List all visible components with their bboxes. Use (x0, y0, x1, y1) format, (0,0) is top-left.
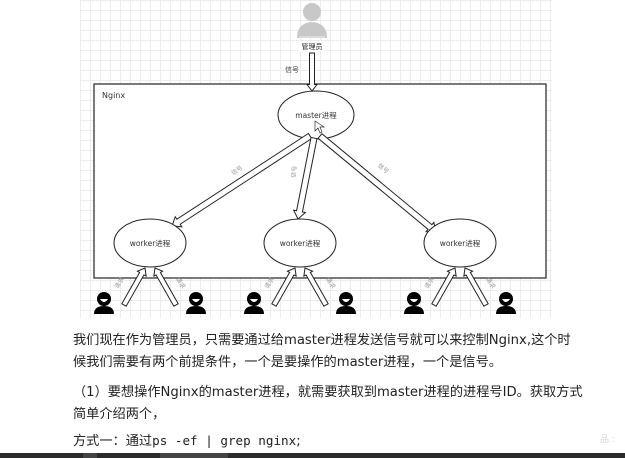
admin-arrow-label: 信号 (285, 65, 299, 74)
master-arrow-label-2: 信号 (289, 165, 299, 178)
method-one-line: 方式一：通过ps -ef | grep nginx; (73, 431, 563, 452)
worker-process-label-2: worker进程 (280, 239, 321, 248)
admin-to-master-arrow (305, 52, 319, 92)
paragraph-intro: 我们现在作为管理员，只需要通过给master进程发送信号就可以来控制Nginx,… (73, 330, 571, 374)
client-user-icon (496, 292, 516, 314)
watermark: 品 : (600, 435, 615, 445)
paragraph-intro-line-1: 我们现在作为管理员，只需要通过给master进程发送信号就可以来控制Nginx,… (73, 333, 571, 348)
admin-signal-arrow (305, 52, 319, 92)
client-user-icon (336, 292, 356, 314)
mouse-cursor-icon (314, 120, 326, 134)
admin-user-icon (297, 3, 327, 38)
client-request-arrow-right-1 (153, 267, 179, 307)
client-request-arrow-left-3 (431, 267, 457, 307)
method-one-code: ps -ef | grep nginx (152, 433, 297, 448)
master-to-worker-arrow-1 (171, 132, 313, 228)
master-process-label: master进程 (295, 111, 337, 120)
paragraph-step-1-line-1: （1）要想操作Nginx的master进程，就需要获取到master进程的进程号… (73, 385, 583, 400)
worker-process-node-3 (423, 218, 497, 268)
nginx-process-diagram: Nginx master进程 worker进程 worker进程 worker进… (93, 3, 547, 314)
paragraph-step-1: （1）要想操作Nginx的master进程，就需要获取到master进程的进程号… (73, 382, 583, 426)
client-request-arrow-left-2 (271, 267, 297, 307)
method-one-suffix: ; (296, 434, 301, 449)
nginx-container-label: Nginx (102, 91, 125, 100)
client-request-arrow-right-3 (463, 267, 489, 307)
client-user-icon (404, 292, 424, 314)
worker-process-label-1: worker进程 (130, 239, 171, 248)
paragraph-intro-line-2: 候我们需要有两个前提条件，一个是要操作的master进程，一个是信号。 (73, 355, 502, 370)
admin-label: 管理员 (302, 42, 323, 51)
client-request-arrow-left-1 (121, 267, 147, 307)
toolbar-segment (83, 453, 97, 458)
client-layer (94, 292, 516, 314)
admin-label-backdrop (298, 41, 326, 51)
bottom-toolbar (0, 453, 625, 458)
worker-process-node-1 (113, 218, 187, 268)
worker-process-label-3: worker进程 (440, 239, 481, 248)
arrow-layer (121, 132, 489, 307)
paragraph-step-1-line-2: 简单介绍两个， (73, 407, 166, 422)
toolbar-segment (160, 453, 228, 458)
worker-process-node-2 (263, 218, 337, 268)
client-request-arrow-right-2 (303, 267, 329, 307)
master-to-worker-arrow-2 (292, 136, 318, 220)
client-user-icon (94, 292, 114, 314)
method-one-prefix: 方式一：通过 (73, 434, 153, 449)
client-user-icon (186, 292, 206, 314)
client-user-icon (244, 292, 264, 314)
